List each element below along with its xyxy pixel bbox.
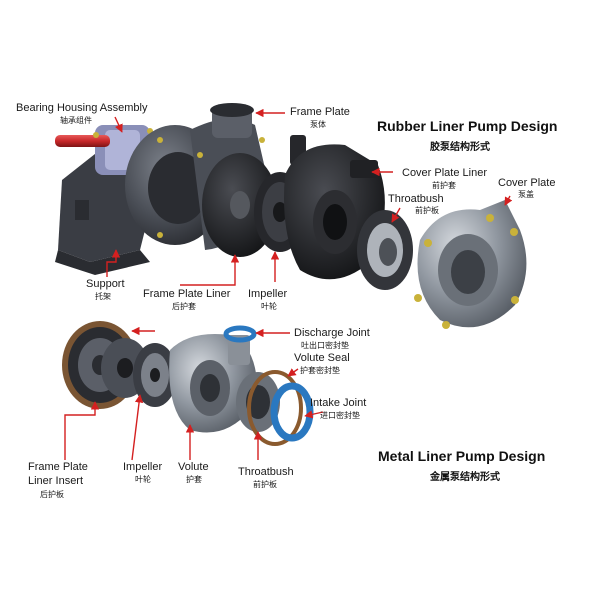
shaft-rear (55, 135, 110, 147)
volute-metal (169, 334, 257, 433)
label-support-cn: 托架 (95, 292, 111, 301)
label-throatbush-metal: Throatbush (238, 466, 294, 478)
leader-arrows (64, 108, 513, 461)
label-cover-plate: Cover Plate (498, 177, 556, 189)
label-cover-plate-liner: Cover Plate Liner (402, 167, 487, 179)
label-volute-seal: Volute Seal (294, 352, 350, 364)
label-impeller-rubber: Impeller (248, 288, 288, 300)
label-throatbush-rubber-cn: 前护板 (415, 206, 439, 215)
label-frame-plate-liner-insert-cn: 后护板 (40, 490, 64, 499)
label-frame-plate-liner: Frame Plate Liner (143, 288, 231, 300)
cover-plate (414, 200, 527, 329)
throatbush-rubber (357, 210, 413, 290)
label-intake-joint: Intake Joint (310, 397, 367, 409)
throatbush-metal (236, 372, 280, 432)
label-bearing-housing: Bearing Housing Assembly (16, 102, 148, 114)
label-frame-plate-liner-cn: 后护套 (172, 302, 196, 311)
volute-seal-gasket (247, 370, 303, 446)
label-discharge-joint: Discharge Joint (294, 327, 370, 339)
subtitle-metal: 金属泵结构形式 (430, 472, 500, 483)
label-impeller-metal: Impeller (123, 461, 163, 473)
title-rubber: Rubber Liner Pump Design (377, 118, 558, 134)
label-bearing-housing-cn: 轴承组件 (60, 116, 92, 125)
label-discharge-joint-cn: 吐出口密封垫 (301, 341, 349, 350)
label-frame-plate: Frame Plate (290, 106, 350, 118)
label-volute-cn: 护套 (186, 475, 202, 484)
label-frame-plate-liner-insert-1: Frame Plate (28, 461, 88, 473)
label-cover-plate-cn: 泵盖 (518, 190, 534, 199)
label-volute: Volute (178, 461, 209, 473)
label-intake-joint-cn: 进口密封垫 (320, 411, 360, 420)
label-volute-seal-cn: 护套密封垫 (300, 366, 340, 375)
discharge-joint-gasket (223, 325, 257, 343)
label-frame-plate-cn: 泵体 (310, 120, 326, 129)
subtitle-rubber: 胶泵结构形式 (430, 142, 490, 153)
gaskets (223, 325, 314, 446)
title-metal: Metal Liner Pump Design (378, 448, 546, 464)
label-frame-plate-liner-insert-2: Liner Insert (28, 475, 84, 487)
label-cover-plate-liner-cn: 前护套 (432, 181, 456, 190)
label-impeller-metal-cn: 叶轮 (135, 475, 151, 484)
label-throatbush-rubber: Throatbush (388, 193, 444, 205)
label-impeller-rubber-cn: 叶轮 (261, 302, 277, 311)
intake-joint-gasket (270, 382, 314, 442)
impeller-metal (133, 343, 177, 407)
label-throatbush-metal-cn: 前护板 (253, 480, 277, 489)
label-support: Support (86, 278, 125, 290)
